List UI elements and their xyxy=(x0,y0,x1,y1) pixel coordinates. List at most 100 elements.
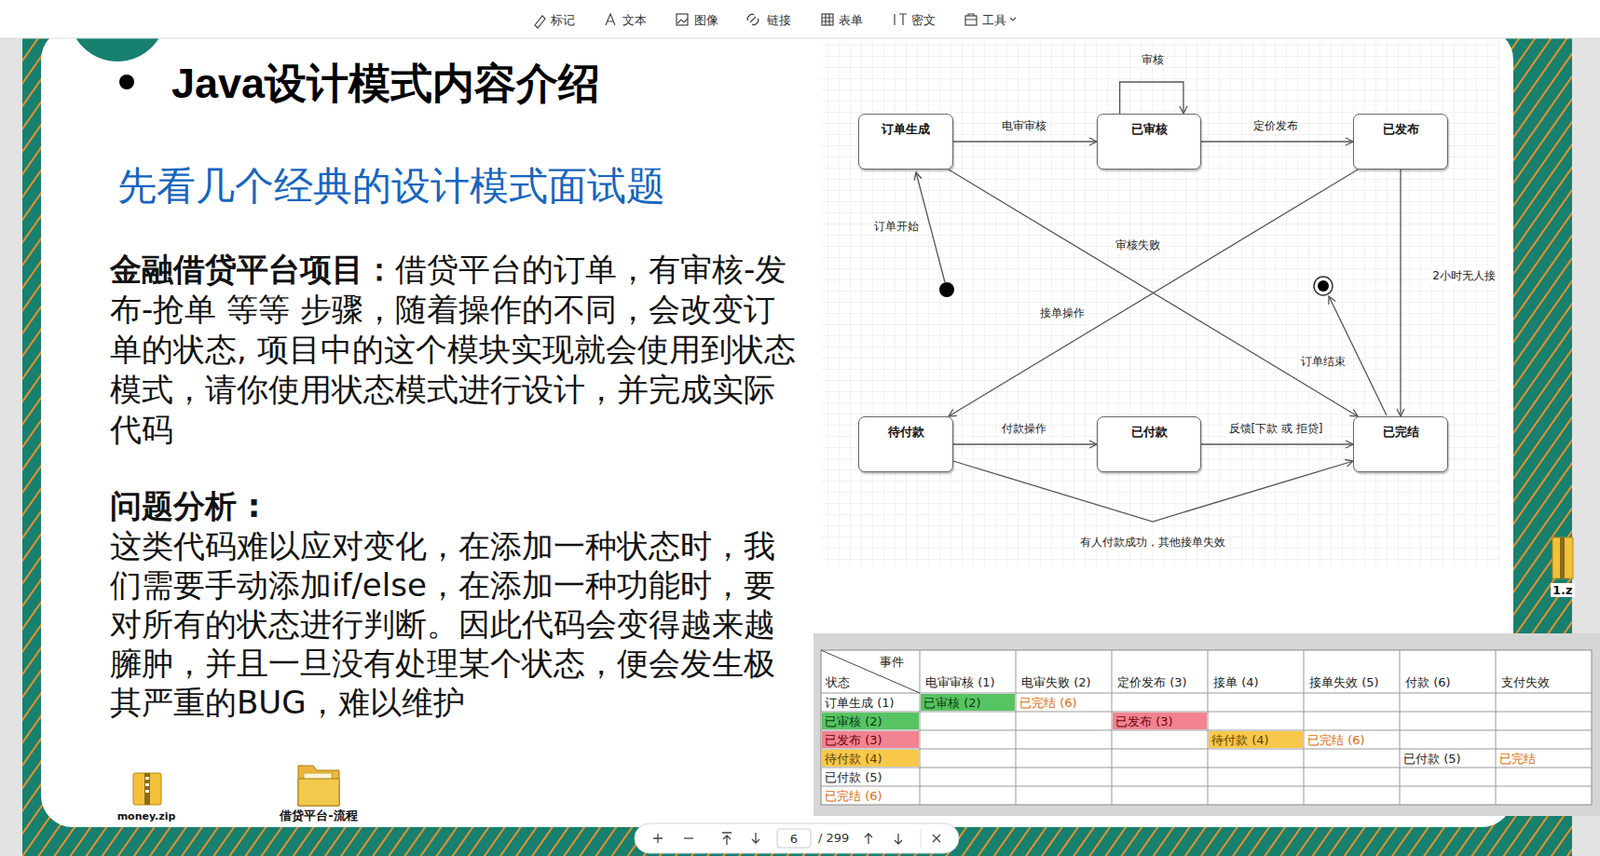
edge-label: 有人付款成功，其他接单失效 xyxy=(1078,534,1228,551)
transition-arrow xyxy=(1120,82,1184,114)
table-cell-slot: 已发布 (3) xyxy=(1112,712,1207,730)
table-cell: 已完结 (6) xyxy=(1304,731,1399,750)
page-count-slot: / 299 xyxy=(818,831,849,846)
toolbar-label-slot: 标记 xyxy=(550,12,575,29)
zip-icon xyxy=(133,773,162,806)
toolbar-label-slot: 图像 xyxy=(694,12,719,29)
column-header: 支付失效 xyxy=(1498,673,1553,692)
table-cell: 已发布 (3) xyxy=(1112,712,1207,731)
edge-label-slot: 审核失败 xyxy=(1113,237,1163,254)
edge-label-slot: 付款操作 xyxy=(999,421,1049,438)
edge-label-slot: 2小时无人接 xyxy=(1430,268,1498,285)
file-name: 借贷平台-流程 xyxy=(279,807,357,825)
transition-arrow xyxy=(953,443,1097,445)
row-header: 已审核 (2) xyxy=(821,712,919,731)
toolbar-label-slot: 文本 xyxy=(622,12,647,29)
table-corner: 事件 xyxy=(876,653,907,671)
row-header: 待付款 (4) xyxy=(821,750,919,768)
toolbar-label: 文本 xyxy=(622,12,647,29)
title-slot: Java设计模式内容介绍 xyxy=(171,55,601,112)
paragraph-heading: 问题分析 : xyxy=(109,486,805,527)
transition-arrow xyxy=(1201,443,1354,445)
paragraph-heading: 金融借贷平台项目： xyxy=(109,250,396,288)
state-name: 已审核 xyxy=(1131,121,1168,138)
table-cell-slot: 已付款 (5) xyxy=(1400,750,1495,767)
slide-title: Java设计模式内容介绍 xyxy=(171,55,601,112)
grid-lines xyxy=(820,41,1501,567)
state-box: 已发布 xyxy=(1353,113,1449,170)
subtitle-slot: 先看几个经典的设计模式面试题 xyxy=(117,160,666,213)
transition-arrow xyxy=(1399,169,1401,417)
state-name: 已发布 xyxy=(1382,121,1420,138)
toolbar-label: 链接 xyxy=(766,12,792,29)
transition-arrow xyxy=(948,169,1358,417)
row-header-slot: 待付款 (4) xyxy=(821,750,919,767)
toolbar-label: 标记 xyxy=(550,12,575,29)
edge-label-slot: 审核 xyxy=(1139,52,1166,69)
zip-icon xyxy=(1552,537,1573,579)
file-name-slot: 借贷平台-流程 xyxy=(279,807,357,825)
edge-label: 付款操作 xyxy=(999,421,1049,438)
paragraph-text: 这类代码难以应对变化，在添加一种状态时，我们需要手动添加if/else，在添加一… xyxy=(109,526,805,723)
edge-label-slot: 有人付款成功，其他接单失效 xyxy=(1078,534,1228,551)
toolbar-label-slot: 密文 xyxy=(911,12,936,29)
column-header-slot: 定价发布 (3) xyxy=(1114,673,1190,692)
state-box: 已审核 xyxy=(1096,113,1202,170)
file-name: money.zip xyxy=(117,810,177,823)
edge-label-slot: 电审审核 xyxy=(999,118,1049,135)
state-name: 待付款 xyxy=(888,423,925,441)
toolbar-label: 表单 xyxy=(838,12,863,29)
table-cell: 已完结 xyxy=(1496,750,1591,768)
table-cell-slot: 已完结 xyxy=(1496,750,1591,767)
column-header: 电审审核 (1) xyxy=(922,673,999,692)
bullet xyxy=(119,74,135,90)
table-cell-slot: 已审核 (2) xyxy=(920,694,1015,712)
column-header: 定价发布 (3) xyxy=(1114,673,1190,692)
state-name: 已付款 xyxy=(1131,423,1168,441)
column-header-slot: 电审审核 (1) xyxy=(922,673,999,692)
file-name-slot: 1.z xyxy=(1550,583,1575,598)
state-name: 订单生成 xyxy=(881,121,930,138)
transition-arrow xyxy=(953,140,1097,142)
edge-label-slot: 反馈[下款 或 拒贷] xyxy=(1227,421,1326,438)
paragraph: 金融借贷平台项目：借贷平台的订单，有审核-发布-抢单 等等 步骤，随着操作的不同… xyxy=(109,249,805,451)
toolbar-label-slot: 链接 xyxy=(766,12,792,29)
initial-state xyxy=(916,172,955,298)
state-note-slot: 订单开始 xyxy=(872,218,921,235)
page-number: 6 xyxy=(790,832,798,847)
edge-label: 审核 xyxy=(1139,52,1166,69)
state-note-slot: 订单结束 xyxy=(1299,354,1348,370)
column-header: 电审失败 (2) xyxy=(1018,673,1095,692)
table-cell: 已付款 (5) xyxy=(1400,750,1495,768)
table-panel xyxy=(813,633,1600,817)
toolbar-label-slot: 工具 xyxy=(982,12,1007,29)
toolbar-label: 密文 xyxy=(911,12,936,29)
final-state xyxy=(1313,276,1387,416)
page-count: / 299 xyxy=(818,831,849,846)
column-header: 接单 (4) xyxy=(1210,673,1262,692)
row-header-slot: 已发布 (3) xyxy=(821,731,919,749)
column-header: 接单失效 (5) xyxy=(1306,673,1382,692)
table-cell: 待付款 (4) xyxy=(1208,731,1303,750)
table-corner: 状态 xyxy=(822,673,853,692)
table-cell-slot: 待付款 (4) xyxy=(1208,731,1303,749)
column-header: 付款 (6) xyxy=(1402,673,1454,692)
edge-label: 定价发布 xyxy=(1251,118,1300,135)
row-header: 已发布 (3) xyxy=(821,731,919,750)
table-cell: 已审核 (2) xyxy=(920,694,1015,712)
page-number-slot: 6 xyxy=(790,832,798,847)
toolbar-border xyxy=(0,38,1600,40)
state-box: 订单生成 xyxy=(858,113,954,170)
state-note: 订单结束 xyxy=(1299,354,1348,370)
row-header-slot: 订单生成 (1) xyxy=(821,694,919,712)
column-header-slot: 接单失效 (5) xyxy=(1306,673,1382,692)
column-header-slot: 付款 (6) xyxy=(1402,673,1454,692)
grid-ground xyxy=(820,41,1501,567)
row-header-slot: 已审核 (2) xyxy=(821,712,919,730)
edge-label: 电审审核 xyxy=(999,118,1049,135)
edge-label-slot: 定价发布 xyxy=(1251,118,1300,135)
row-header: 已付款 (5) xyxy=(821,768,919,787)
